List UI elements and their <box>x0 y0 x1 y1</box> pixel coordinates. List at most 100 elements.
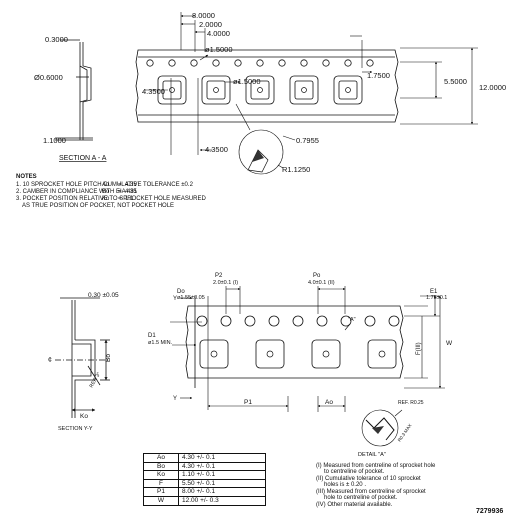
pocket-inner <box>338 80 358 100</box>
pocket-outline <box>245 75 275 105</box>
pocket-hole <box>301 87 307 93</box>
sprocket-hole <box>340 315 352 327</box>
tape-top <box>135 49 399 123</box>
pocket-outline <box>199 339 229 369</box>
top-dimension-lines <box>145 12 478 175</box>
detail-r-max: R0.3 MAX <box>397 423 413 443</box>
bottom-pockets <box>199 339 397 369</box>
section-a-a <box>55 39 93 141</box>
spec-value: 5.50 +/- 0.1 <box>178 478 266 489</box>
spec-key: Bo <box>143 461 179 472</box>
tape-bottom <box>185 296 404 388</box>
dim-e: 1.7500 <box>367 71 390 80</box>
sprocket-hole <box>212 59 220 67</box>
detail-a-shape <box>365 417 395 441</box>
pocket-outline <box>201 75 231 105</box>
label-p0: Po <box>313 273 321 279</box>
summary-value: 4.35 <box>125 189 137 195</box>
label-p2-val: 2.0±0.1 (I) <box>213 280 238 286</box>
pocket-hole <box>322 350 330 358</box>
section-y-thickness: 0.30 ±0.05 <box>88 292 119 299</box>
dim-ao: 4.3500 <box>142 87 165 96</box>
section-a-dia-dim: Ø0.6000 <box>34 73 63 82</box>
pocket-hole <box>210 350 218 358</box>
detail-pocket-fill <box>252 150 264 162</box>
label-f: F(III) <box>416 342 422 355</box>
dim-p1: 4.0000 <box>207 29 230 38</box>
note-2: 2. CAMBER IN COMPLIANCE WITH EIA 481 <box>16 189 138 195</box>
pocket <box>333 75 363 105</box>
sprocket-hole <box>220 315 232 327</box>
pocket <box>289 75 319 105</box>
section-y-title: SECTION Y-Y <box>58 426 93 432</box>
spec-key: Ko <box>143 470 179 480</box>
dim-w: 12.0000 <box>479 83 506 92</box>
dim-d0: ø1.5000 <box>205 45 233 54</box>
label-p0-val: 4.0±0.1 (II) <box>308 280 335 286</box>
pocket-hole <box>266 350 274 358</box>
note-3a: 3. POCKET POSITION RELATIVE TO SPROCKET … <box>16 196 206 202</box>
spec-value: 4.30 +/- 0.1 <box>178 461 266 472</box>
summary-eq: = <box>118 182 122 188</box>
sprocket-hole <box>292 315 304 327</box>
sprocket-hole <box>196 315 208 327</box>
footnote-3b: hole to centreline of pocket. <box>324 495 398 501</box>
spec-key: P1 <box>143 487 179 497</box>
spec-key: Ao <box>143 453 179 463</box>
label-do: Do <box>177 289 185 295</box>
sprocket-hole <box>366 59 374 67</box>
pocket <box>201 75 231 105</box>
detail-r-ref: REF. R0.25 <box>398 400 424 406</box>
notes-heading: NOTES <box>16 174 37 180</box>
footnote-3a: (III) Measured from centreline of sprock… <box>316 489 426 495</box>
section-y-centreline: ¢ <box>48 357 52 364</box>
sprocket-hole <box>268 315 280 327</box>
label-w: W <box>446 340 453 347</box>
top-pockets <box>157 75 363 105</box>
top-sprocket-holes <box>146 59 374 67</box>
spec-value: 12.00 +/- 0.3 <box>178 495 266 506</box>
section-a-depth-dim: 1.1000 <box>43 136 66 145</box>
label-y-top: Y <box>173 296 177 302</box>
footnote-2a: (II) Cumulative tolerance of 10 sprocket <box>316 476 421 482</box>
pocket-outline <box>289 75 319 105</box>
pocket-inner <box>206 80 226 100</box>
summary-key: Bo <box>102 189 110 195</box>
pocket-hole <box>257 87 263 93</box>
bottom-sprocket-holes <box>196 315 400 327</box>
spec-value: 8.00 +/- 0.1 <box>178 487 266 497</box>
pocket-hole <box>345 87 351 93</box>
sprocket-hole <box>190 59 198 67</box>
pocket <box>311 339 341 369</box>
label-y-bottom: Y <box>173 396 177 402</box>
pocket-outline <box>367 339 397 369</box>
pocket-outline <box>311 339 341 369</box>
spec-key: W <box>143 495 179 506</box>
summary-eq: = <box>118 189 122 195</box>
dim-d1: ø1.5000 <box>233 77 261 86</box>
label-e1: E1 <box>430 289 438 295</box>
spec-key: F <box>143 478 179 489</box>
sprocket-hole <box>300 59 308 67</box>
sprocket-hole <box>256 59 264 67</box>
label-a-mark: "A" <box>348 317 356 323</box>
pocket-hole <box>213 87 219 93</box>
footnote-1a: (I) Measured from centreline of sprocket… <box>316 463 436 469</box>
label-p2: P2 <box>215 273 223 279</box>
sprocket-hole <box>168 59 176 67</box>
summary-value: 4.35 <box>125 182 137 188</box>
section-y-bo: Bo <box>105 354 112 362</box>
section-y-ko: Ko <box>80 413 88 420</box>
section-a-title: SECTION A - A <box>59 155 107 162</box>
pocket-outline <box>255 339 285 369</box>
section-a-thickness-dim: 0.3000 <box>45 35 68 44</box>
pocket-hole <box>378 350 386 358</box>
detail-a-fill <box>372 426 384 434</box>
sprocket-hole <box>278 59 286 67</box>
